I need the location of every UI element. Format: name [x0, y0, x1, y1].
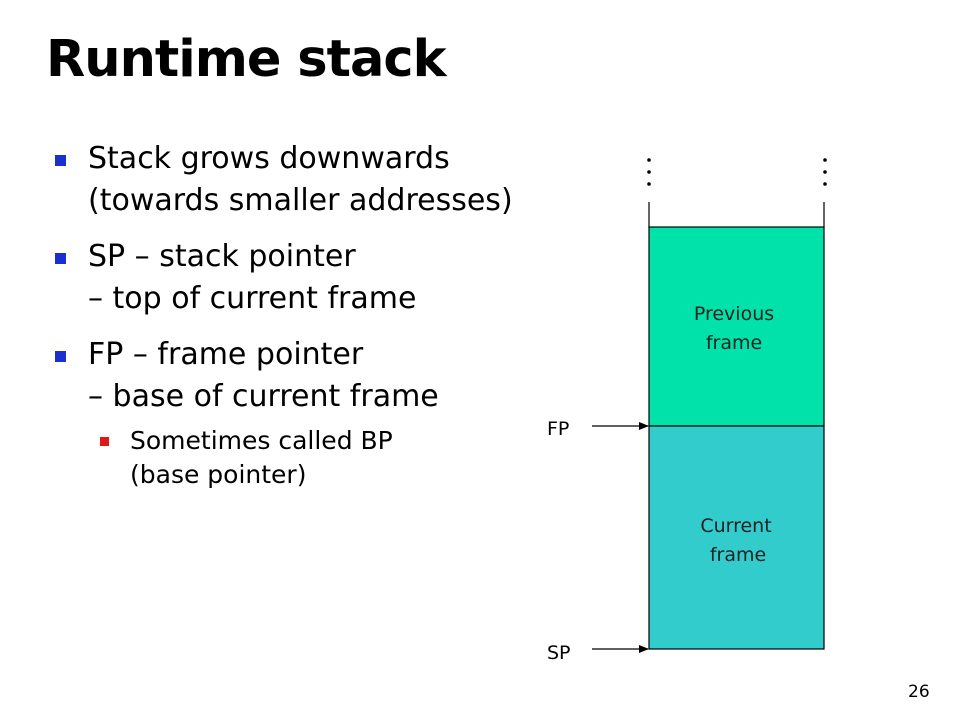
previous-frame-box — [648, 226, 825, 427]
sub-bullet-line: (base pointer) — [130, 460, 307, 489]
bullet-fp: FP – frame pointer – base of current fra… — [55, 334, 575, 418]
current-frame-box — [648, 425, 825, 650]
ellipsis-dots-left — [647, 158, 651, 186]
bullet-line: SP – stack pointer — [88, 239, 356, 274]
ellipsis-dots-right — [823, 158, 827, 186]
sp-label: SP — [547, 642, 571, 664]
bullet-line: FP – frame pointer — [88, 337, 364, 372]
square-bullet-icon — [55, 253, 66, 264]
fp-label: FP — [547, 418, 570, 440]
slide-title: Runtime stack — [46, 30, 447, 89]
previous-frame-label: Previous — [694, 303, 774, 325]
bullet-line: – base of current frame — [88, 379, 439, 414]
square-bullet-icon — [55, 155, 66, 166]
current-frame-label: frame — [710, 544, 766, 566]
bullet-list: Stack grows downwards (towards smaller a… — [55, 138, 575, 492]
bullet-line: (towards smaller addresses) — [88, 183, 513, 218]
bullet-sp: SP – stack pointer – top of current fram… — [55, 236, 575, 320]
bullet-stack-grows: Stack grows downwards (towards smaller a… — [55, 138, 575, 222]
previous-frame-label: frame — [706, 332, 762, 354]
sub-bullet-line: Sometimes called BP — [130, 426, 393, 455]
square-bullet-icon — [100, 437, 109, 446]
page-number: 26 — [908, 682, 930, 702]
current-frame-label: Current — [700, 515, 771, 537]
bullet-line: – top of current frame — [88, 281, 417, 316]
square-bullet-icon — [55, 351, 66, 362]
sub-bullet-bp: Sometimes called BP (base pointer) — [100, 424, 575, 492]
bullet-line: Stack grows downwards — [88, 141, 450, 176]
